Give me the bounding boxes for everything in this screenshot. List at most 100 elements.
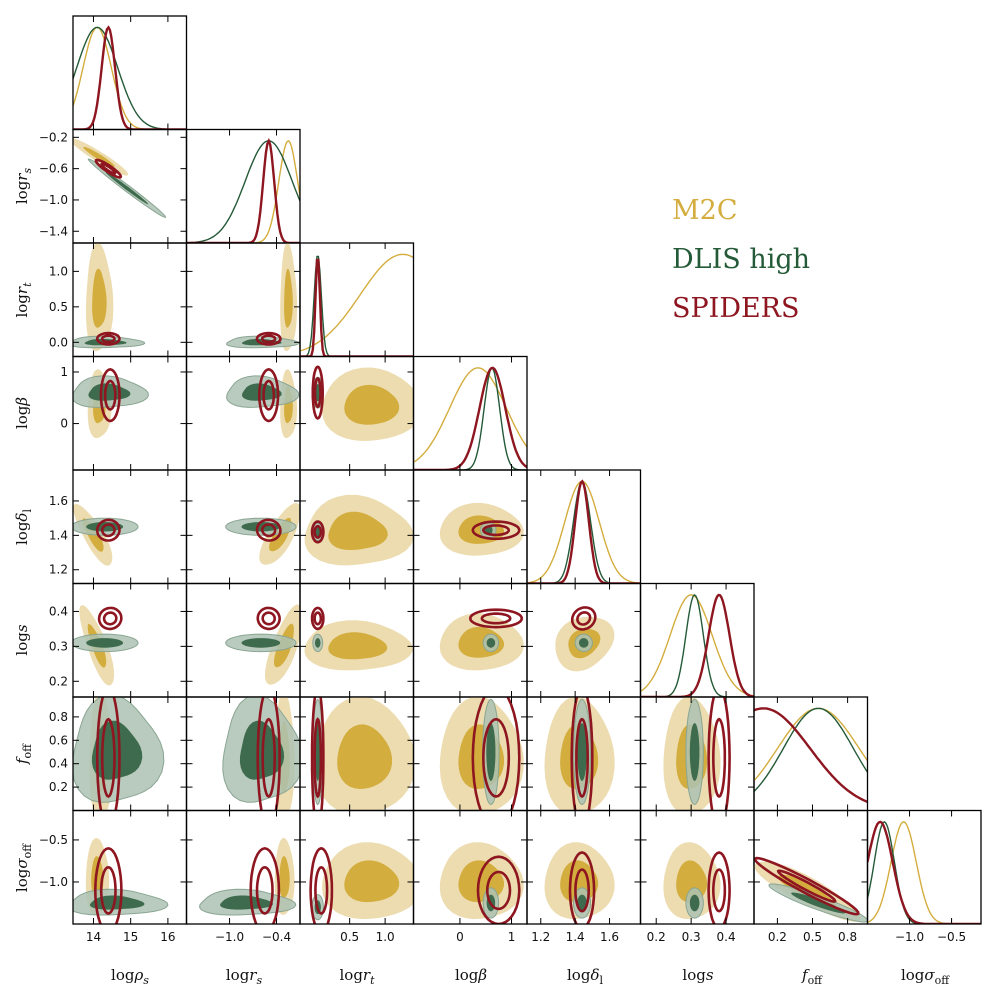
contour-spiders-inner [261, 523, 277, 538]
panel-content [663, 697, 731, 811]
contour-spiders-inner [313, 717, 323, 799]
contour-spiders-inner [313, 376, 322, 409]
contour-spiders-inner [480, 612, 512, 625]
contour-spiders-outer [471, 697, 521, 811]
panel-2-1 [185, 242, 301, 358]
marginal-2-m2c [300, 253, 414, 352]
panel-content [754, 856, 868, 923]
ylabel-log-rs: logrs [13, 168, 34, 205]
contour-dlis-inner [315, 638, 321, 648]
marginal-0-dlis-high [73, 26, 187, 130]
ylabel-f-off: foff [13, 743, 34, 765]
ytick-label: 1.0 [49, 264, 68, 278]
contour-spiders-inner [314, 865, 329, 915]
xtick-label: 0.2 [647, 930, 666, 944]
xtick-label: −0.5 [937, 930, 966, 944]
marginal-3-spiders [413, 366, 527, 470]
contour-dlis-inner [241, 638, 281, 648]
contour-spiders-outer [256, 606, 281, 631]
contour-dlis-inner [791, 892, 846, 914]
contour-spiders-outer [707, 697, 731, 811]
legend-entry-dlis-high: DLIS high [672, 244, 810, 275]
contour-dlis-inner [86, 638, 124, 648]
marginal-1-m2c [186, 140, 300, 243]
ylabel-log-sigma-off: logσoff [13, 843, 34, 892]
panel-7-1: −1.0−0.4 [185, 809, 301, 944]
contour-spiders-inner [575, 717, 590, 799]
contour-spiders-outer [568, 851, 596, 924]
panel-content [413, 366, 527, 470]
panel-content [311, 365, 414, 442]
panel-content [304, 494, 414, 566]
panel-frame [866, 809, 982, 925]
contour-spiders-outer [95, 518, 121, 542]
marginal-2-spiders [300, 258, 414, 357]
panel-5-2 [299, 582, 415, 698]
marginal-7-dlis-high [867, 821, 981, 924]
contour-spiders-inner [313, 611, 323, 626]
panel-6-2 [299, 696, 415, 812]
contour-m2c-inner [284, 268, 293, 328]
marginal-5-dlis-high [640, 593, 754, 697]
panel-content [226, 243, 300, 352]
panel-7-7: −1.0−0.5 [866, 809, 982, 944]
panel-4-4 [526, 469, 642, 585]
panel-content [222, 697, 300, 811]
contour-spiders-outer [257, 368, 280, 423]
contour-spiders-inner [100, 334, 116, 344]
contour-spiders-outer [309, 846, 334, 924]
xtick-label: 0.5 [340, 930, 359, 944]
panel-6-4 [526, 696, 642, 812]
contour-dlis-inner [577, 723, 587, 781]
panel-1-0: −0.2−0.6−1.0−1.4 [39, 128, 188, 244]
xtick-label: 15 [123, 930, 138, 944]
xtick-label: 16 [160, 930, 175, 944]
panel-content [309, 842, 414, 924]
panel-4-2 [299, 469, 415, 585]
contour-dlis-inner [486, 638, 496, 648]
ytick-label: −0.5 [39, 833, 68, 847]
contour-dlis-inner [105, 172, 149, 205]
contour-spiders-outer [99, 368, 121, 423]
contour-m2c-inner [344, 384, 400, 425]
contour-spiders-inner [261, 717, 277, 798]
panel-5-3 [412, 582, 528, 698]
marginal-1-spiders [186, 137, 300, 243]
contour-spiders-outer [255, 331, 282, 346]
ytick-label: 0.5 [49, 300, 68, 314]
contour-spiders-outer [95, 697, 121, 811]
panel-2-0: 1.00.50.0 [49, 242, 188, 358]
contour-m2c-inner [279, 856, 290, 898]
marginal-6-dlis-high [754, 707, 868, 792]
contour-spiders-inner [102, 611, 118, 626]
panel-5-5 [639, 582, 755, 698]
contour-m2c-inner [83, 146, 115, 167]
marginal-0-m2c [73, 26, 187, 130]
xtick-label: 1 [508, 930, 516, 944]
contour-spiders-outer [468, 608, 524, 629]
contour-spiders-outer [310, 697, 325, 811]
contour-spiders-inner [481, 524, 511, 537]
panel-content [225, 502, 300, 565]
ytick-label: −1.0 [39, 875, 68, 889]
contour-dlis-inner [486, 723, 496, 781]
contour-m2c-inner [328, 511, 388, 550]
ylabel-log-beta: logβ [13, 397, 31, 429]
marginal-7-m2c [867, 821, 981, 924]
xtick-label: 0.4 [717, 930, 736, 944]
contour-spiders-outer [310, 606, 325, 631]
xtick-label: 0.8 [838, 930, 857, 944]
ytick-label: −1.0 [39, 193, 68, 207]
ytick-label: 1 [60, 365, 68, 379]
contour-spiders-inner [485, 870, 512, 911]
panel-content [199, 837, 297, 924]
panel-5-4 [526, 582, 642, 698]
contour-spiders-inner [261, 611, 276, 626]
contour-dlis-inner [689, 723, 700, 781]
contour-m2c-inner [337, 724, 392, 789]
xlabel-log-s: logs [682, 966, 713, 984]
contour-m2c-inner [92, 268, 107, 328]
panel-3-1 [185, 355, 301, 471]
panel-6-3 [412, 696, 528, 812]
